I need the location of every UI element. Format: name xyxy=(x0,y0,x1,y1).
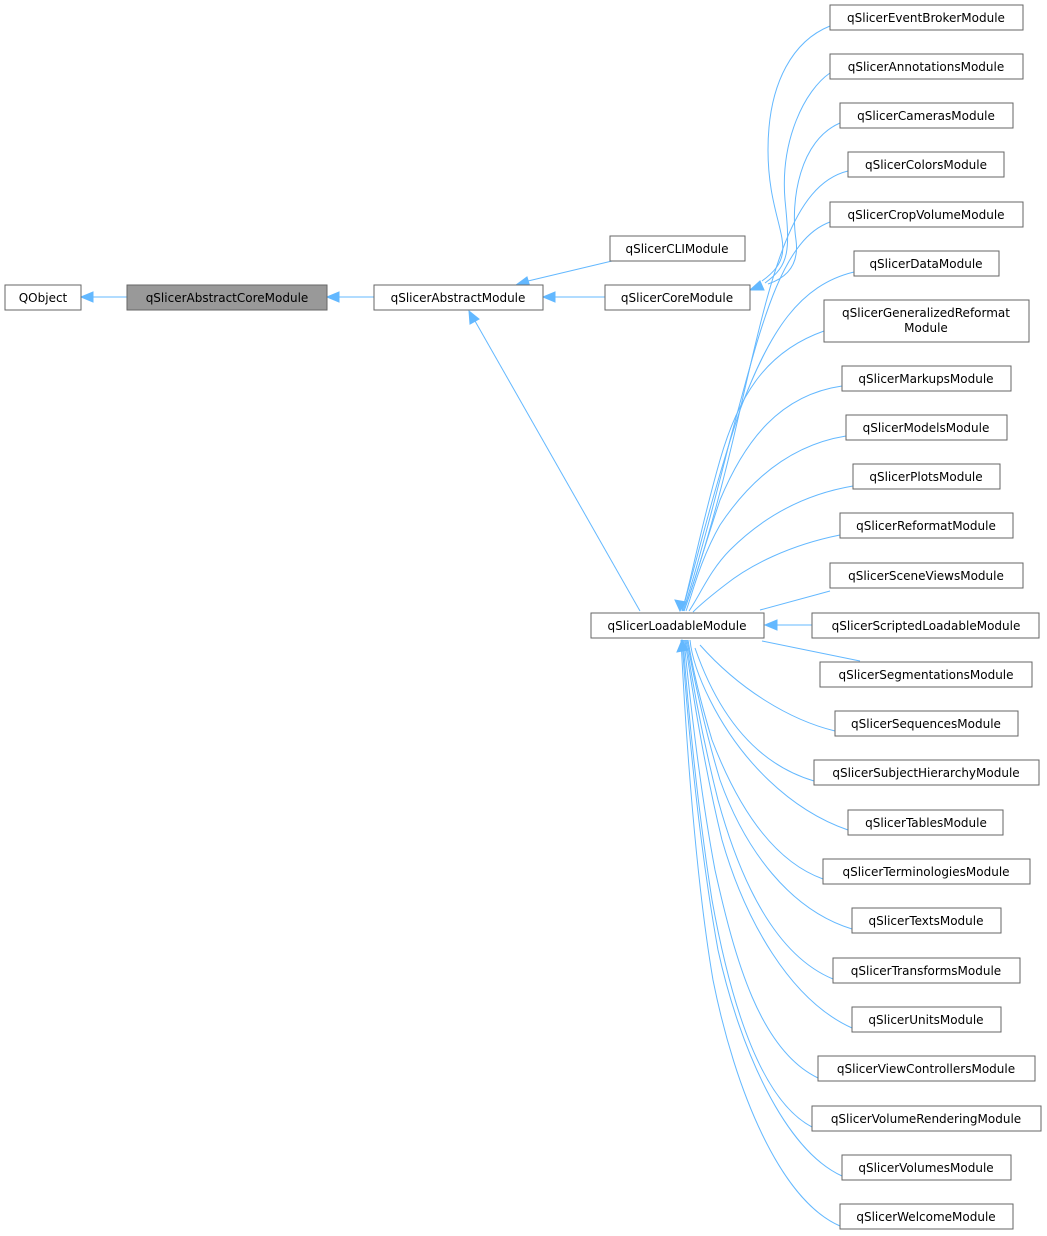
edge-units-to-loadable xyxy=(684,639,853,1029)
edge-viewcontrollers-to-loadable xyxy=(683,639,819,1079)
node-label: qSlicerAnnotationsModule xyxy=(848,60,1005,74)
node-tables-module[interactable]: qSlicerTablesModule xyxy=(847,809,1004,836)
node-label: qSlicerCLIModule xyxy=(625,242,728,256)
node-core-module[interactable]: qSlicerCoreModule xyxy=(604,284,751,311)
node-view-controllers-module[interactable]: qSlicerViewControllersModule xyxy=(817,1055,1036,1082)
node-units-module[interactable]: qSlicerUnitsModule xyxy=(851,1006,1002,1033)
node-label: qSlicerSubjectHierarchyModule xyxy=(832,766,1019,780)
edge-sceneviews-to-loadable xyxy=(759,590,831,611)
edge-markups-to-loadable xyxy=(683,385,843,612)
edge-genreformat-to-loadable xyxy=(681,330,825,612)
edge-transforms-to-loadable xyxy=(685,639,834,980)
node-sequences-module[interactable]: qSlicerSequencesModule xyxy=(834,710,1019,737)
node-reformat-module[interactable]: qSlicerReformatModule xyxy=(839,512,1014,539)
node-annotations-module[interactable]: qSlicerAnnotationsModule xyxy=(829,53,1024,80)
node-label-line1: qSlicerGeneralizedReformat xyxy=(842,306,1010,320)
edge-welcome-to-loadable xyxy=(680,639,841,1227)
node-label-line2: Module xyxy=(904,321,948,335)
edge-texts-to-loadable xyxy=(686,639,853,930)
node-label: qSlicerCropVolumeModule xyxy=(847,208,1004,222)
edge-segmentations-to-loadable xyxy=(761,640,861,662)
node-scene-views-module[interactable]: qSlicerSceneViewsModule xyxy=(829,562,1024,589)
node-segmentations-module[interactable]: qSlicerSegmentationsModule xyxy=(819,661,1033,688)
edge-cropvolume-to-loadable xyxy=(682,221,831,612)
arrowhead xyxy=(763,619,778,631)
edge-loadable-to-abstract xyxy=(474,320,641,612)
edge-volumerendering-to-loadable xyxy=(682,639,813,1128)
node-label: qSlicerTextsModule xyxy=(869,914,984,928)
node-models-module[interactable]: qSlicerModelsModule xyxy=(845,414,1008,441)
node-label: qSlicerVolumeRenderingModule xyxy=(831,1112,1021,1126)
node-label: qSlicerScriptedLoadableModule xyxy=(832,619,1021,633)
node-loadable-module[interactable]: qSlicerLoadableModule xyxy=(590,612,765,639)
node-cli-module[interactable]: qSlicerCLIModule xyxy=(609,235,746,262)
edge-plots-to-loadable xyxy=(688,485,854,612)
edge-tables-to-loadable xyxy=(689,639,849,831)
arrowhead xyxy=(541,291,556,303)
node-volume-rendering-module[interactable]: qSlicerVolumeRenderingModule xyxy=(811,1105,1042,1132)
node-abstract-module[interactable]: qSlicerAbstractModule xyxy=(373,284,544,311)
node-scripted-loadable-module[interactable]: qSlicerScriptedLoadableModule xyxy=(811,612,1040,639)
node-generalized-reformat-module[interactable]: qSlicerGeneralizedReformat Module xyxy=(823,299,1030,343)
node-transforms-module[interactable]: qSlicerTransformsModule xyxy=(832,957,1021,984)
edge-sequences-to-loadable xyxy=(699,644,836,732)
node-label: qSlicerTablesModule xyxy=(865,816,987,830)
node-subject-hierarchy-module[interactable]: qSlicerSubjectHierarchyModule xyxy=(813,759,1040,786)
node-label: qSlicerMarkupsModule xyxy=(858,372,993,386)
node-label: QObject xyxy=(19,291,68,305)
node-label: qSlicerSegmentationsModule xyxy=(838,668,1013,682)
node-label: qSlicerModelsModule xyxy=(863,421,990,435)
edge-volumes-to-loadable xyxy=(681,639,843,1177)
node-label: qSlicerWelcomeModule xyxy=(856,1210,995,1224)
node-label: qSlicerSequencesModule xyxy=(851,717,1001,731)
edge-reformat-to-loadable xyxy=(692,534,841,613)
node-label: qSlicerCoreModule xyxy=(621,291,733,305)
node-welcome-module[interactable]: qSlicerWelcomeModule xyxy=(839,1203,1014,1230)
arrowhead xyxy=(748,280,765,291)
edge-cli-to-abstract xyxy=(527,260,613,282)
node-label: qSlicerUnitsModule xyxy=(868,1013,983,1027)
node-texts-module[interactable]: qSlicerTextsModule xyxy=(851,907,1002,934)
node-label: qSlicerColorsModule xyxy=(865,158,987,172)
node-data-module[interactable]: qSlicerDataModule xyxy=(853,250,1000,277)
node-label: qSlicerViewControllersModule xyxy=(837,1062,1015,1076)
node-label: qSlicerDataModule xyxy=(869,257,982,271)
node-label: qSlicerPlotsModule xyxy=(869,470,982,484)
node-label: qSlicerAbstractCoreModule xyxy=(146,291,309,305)
arrowhead xyxy=(325,291,340,303)
edge-data-to-loadable xyxy=(681,271,855,612)
node-volumes-module[interactable]: qSlicerVolumesModule xyxy=(841,1154,1012,1181)
edge-models-to-loadable xyxy=(685,435,847,612)
node-cameras-module[interactable]: qSlicerCamerasModule xyxy=(839,102,1014,129)
node-label: qSlicerLoadableModule xyxy=(608,619,747,633)
node-label: qSlicerVolumesModule xyxy=(858,1161,993,1175)
edge-terminologies-to-loadable xyxy=(687,639,824,880)
arrowhead xyxy=(468,309,480,325)
node-label: qSlicerSceneViewsModule xyxy=(848,569,1004,583)
edge-cameras-to-core xyxy=(767,122,841,285)
arrowhead xyxy=(674,599,687,613)
node-terminologies-module[interactable]: qSlicerTerminologiesModule xyxy=(822,858,1031,885)
node-markups-module[interactable]: qSlicerMarkupsModule xyxy=(841,365,1012,392)
node-label: qSlicerAbstractModule xyxy=(391,291,526,305)
edge-subject-to-loadable xyxy=(694,647,815,782)
edge-eventbroker-to-core xyxy=(761,25,831,282)
node-label: qSlicerEventBrokerModule xyxy=(847,11,1005,25)
arrowhead xyxy=(79,291,94,303)
node-abstract-core-module[interactable]: qSlicerAbstractCoreModule xyxy=(126,284,328,311)
node-label: qSlicerReformatModule xyxy=(856,519,996,533)
node-event-broker-module[interactable]: qSlicerEventBrokerModule xyxy=(829,4,1024,31)
node-plots-module[interactable]: qSlicerPlotsModule xyxy=(852,463,1001,490)
arrowhead xyxy=(676,638,689,653)
edge-annotations-to-core xyxy=(764,72,831,284)
node-label: qSlicerTransformsModule xyxy=(851,964,1001,978)
node-qobject[interactable]: QObject xyxy=(4,284,82,311)
node-crop-volume-module[interactable]: qSlicerCropVolumeModule xyxy=(829,201,1024,228)
node-label: qSlicerTerminologiesModule xyxy=(842,865,1009,879)
node-label: qSlicerCamerasModule xyxy=(857,109,995,123)
node-colors-module[interactable]: qSlicerColorsModule xyxy=(847,151,1005,178)
